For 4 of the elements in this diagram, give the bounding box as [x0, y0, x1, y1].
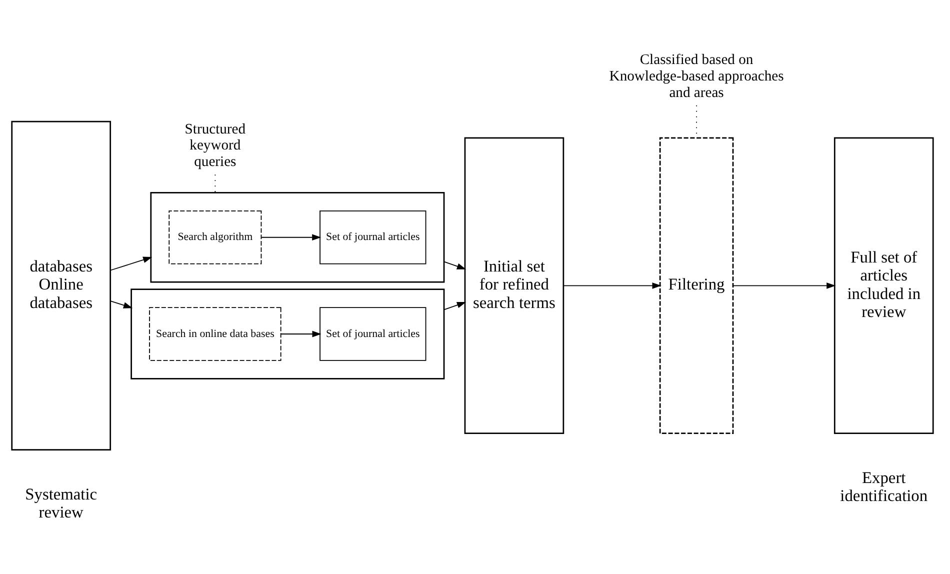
node-text: Structured keyword queries: [184, 120, 246, 170]
node-text: Classified based on Knowledge-based approaches and areas: [609, 51, 784, 100]
label: Expert identification: [840, 467, 928, 505]
label: Systematic review: [25, 484, 98, 522]
